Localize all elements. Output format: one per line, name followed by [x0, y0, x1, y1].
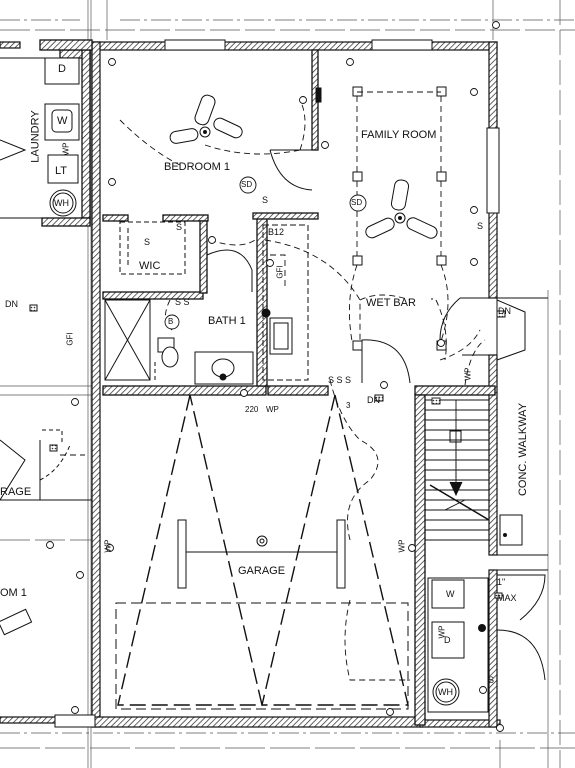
gfi-left: GFI — [65, 332, 75, 346]
wp-garage-right: WP — [397, 539, 407, 553]
bath-fan-label: B — [168, 317, 174, 326]
laundry-label: LAUNDRY — [29, 110, 42, 163]
bath1-label: BATH 1 — [208, 315, 246, 327]
ceiling-fan-bedroom — [169, 94, 243, 144]
windows — [54, 39, 500, 728]
switch-family: S — [477, 221, 484, 231]
right-laundry — [427, 577, 489, 713]
family-room-label: FAMILY ROOM — [361, 129, 437, 141]
switch-wic: S — [176, 222, 183, 232]
water-heater-label: WH — [54, 198, 69, 208]
bath-fixtures — [104, 249, 254, 385]
garage-label: GARAGE — [238, 565, 286, 577]
dryer-label: D — [58, 63, 66, 75]
outlet-220-label: 220 — [245, 405, 259, 414]
switches-wetbar: S S S — [328, 375, 352, 385]
ceiling-fan-family — [365, 179, 438, 239]
switch-wic-2: S — [144, 237, 151, 247]
walkway-label: CONC. WALKWAY — [517, 402, 530, 497]
left-rooms — [0, 139, 92, 636]
wet-bar-cabinet — [261, 224, 309, 381]
bedroom1-label: BEDROOM 1 — [164, 161, 231, 173]
outlets — [46, 21, 504, 732]
wp-right-laundry: WP — [437, 625, 447, 639]
outlet-220-wp: WP — [266, 405, 279, 414]
smoke-detector-family: SD — [351, 198, 363, 207]
switch-laundry-right: S — [488, 675, 495, 685]
wp-stairs: WP — [463, 367, 473, 381]
interior-walls — [39, 39, 496, 726]
wic-closet — [119, 221, 186, 275]
room-left-label: OM 1 — [0, 587, 27, 599]
dryer-right-label: D — [444, 635, 451, 645]
dimension-label: 1" — [497, 577, 506, 587]
marks — [29, 87, 506, 599]
wp-laundry: WP — [61, 142, 71, 156]
max-label: MAX — [497, 593, 517, 603]
washer-label: W — [57, 115, 68, 127]
cabinet-b12-label: B12 — [268, 227, 285, 237]
garage — [115, 394, 409, 710]
down-label-mid: DN — [367, 395, 380, 405]
wic-label: WIC — [139, 260, 161, 272]
garage-left-label: RAGE — [0, 486, 32, 498]
wet-bar-label: WET BAR — [366, 297, 416, 309]
switches-bath: S S — [175, 297, 190, 307]
laundry-fixtures — [0, 57, 80, 219]
down-label-right: DN — [498, 306, 511, 316]
down-label-left: DN — [5, 299, 18, 309]
door-swings — [269, 149, 546, 681]
wp-garage-left: WP — [103, 539, 113, 553]
stairs — [425, 397, 490, 541]
walkway — [496, 297, 548, 571]
smoke-detector-bedroom: SD — [241, 180, 253, 189]
gfi-wetbar: GFI — [275, 265, 285, 279]
switch-bedroom: S — [262, 195, 269, 205]
water-heater-right-label: WH — [438, 687, 453, 697]
laundry-tub-label: LT — [55, 165, 68, 177]
switch-3way: 3 — [346, 401, 351, 410]
washer-right-label: W — [446, 589, 455, 599]
